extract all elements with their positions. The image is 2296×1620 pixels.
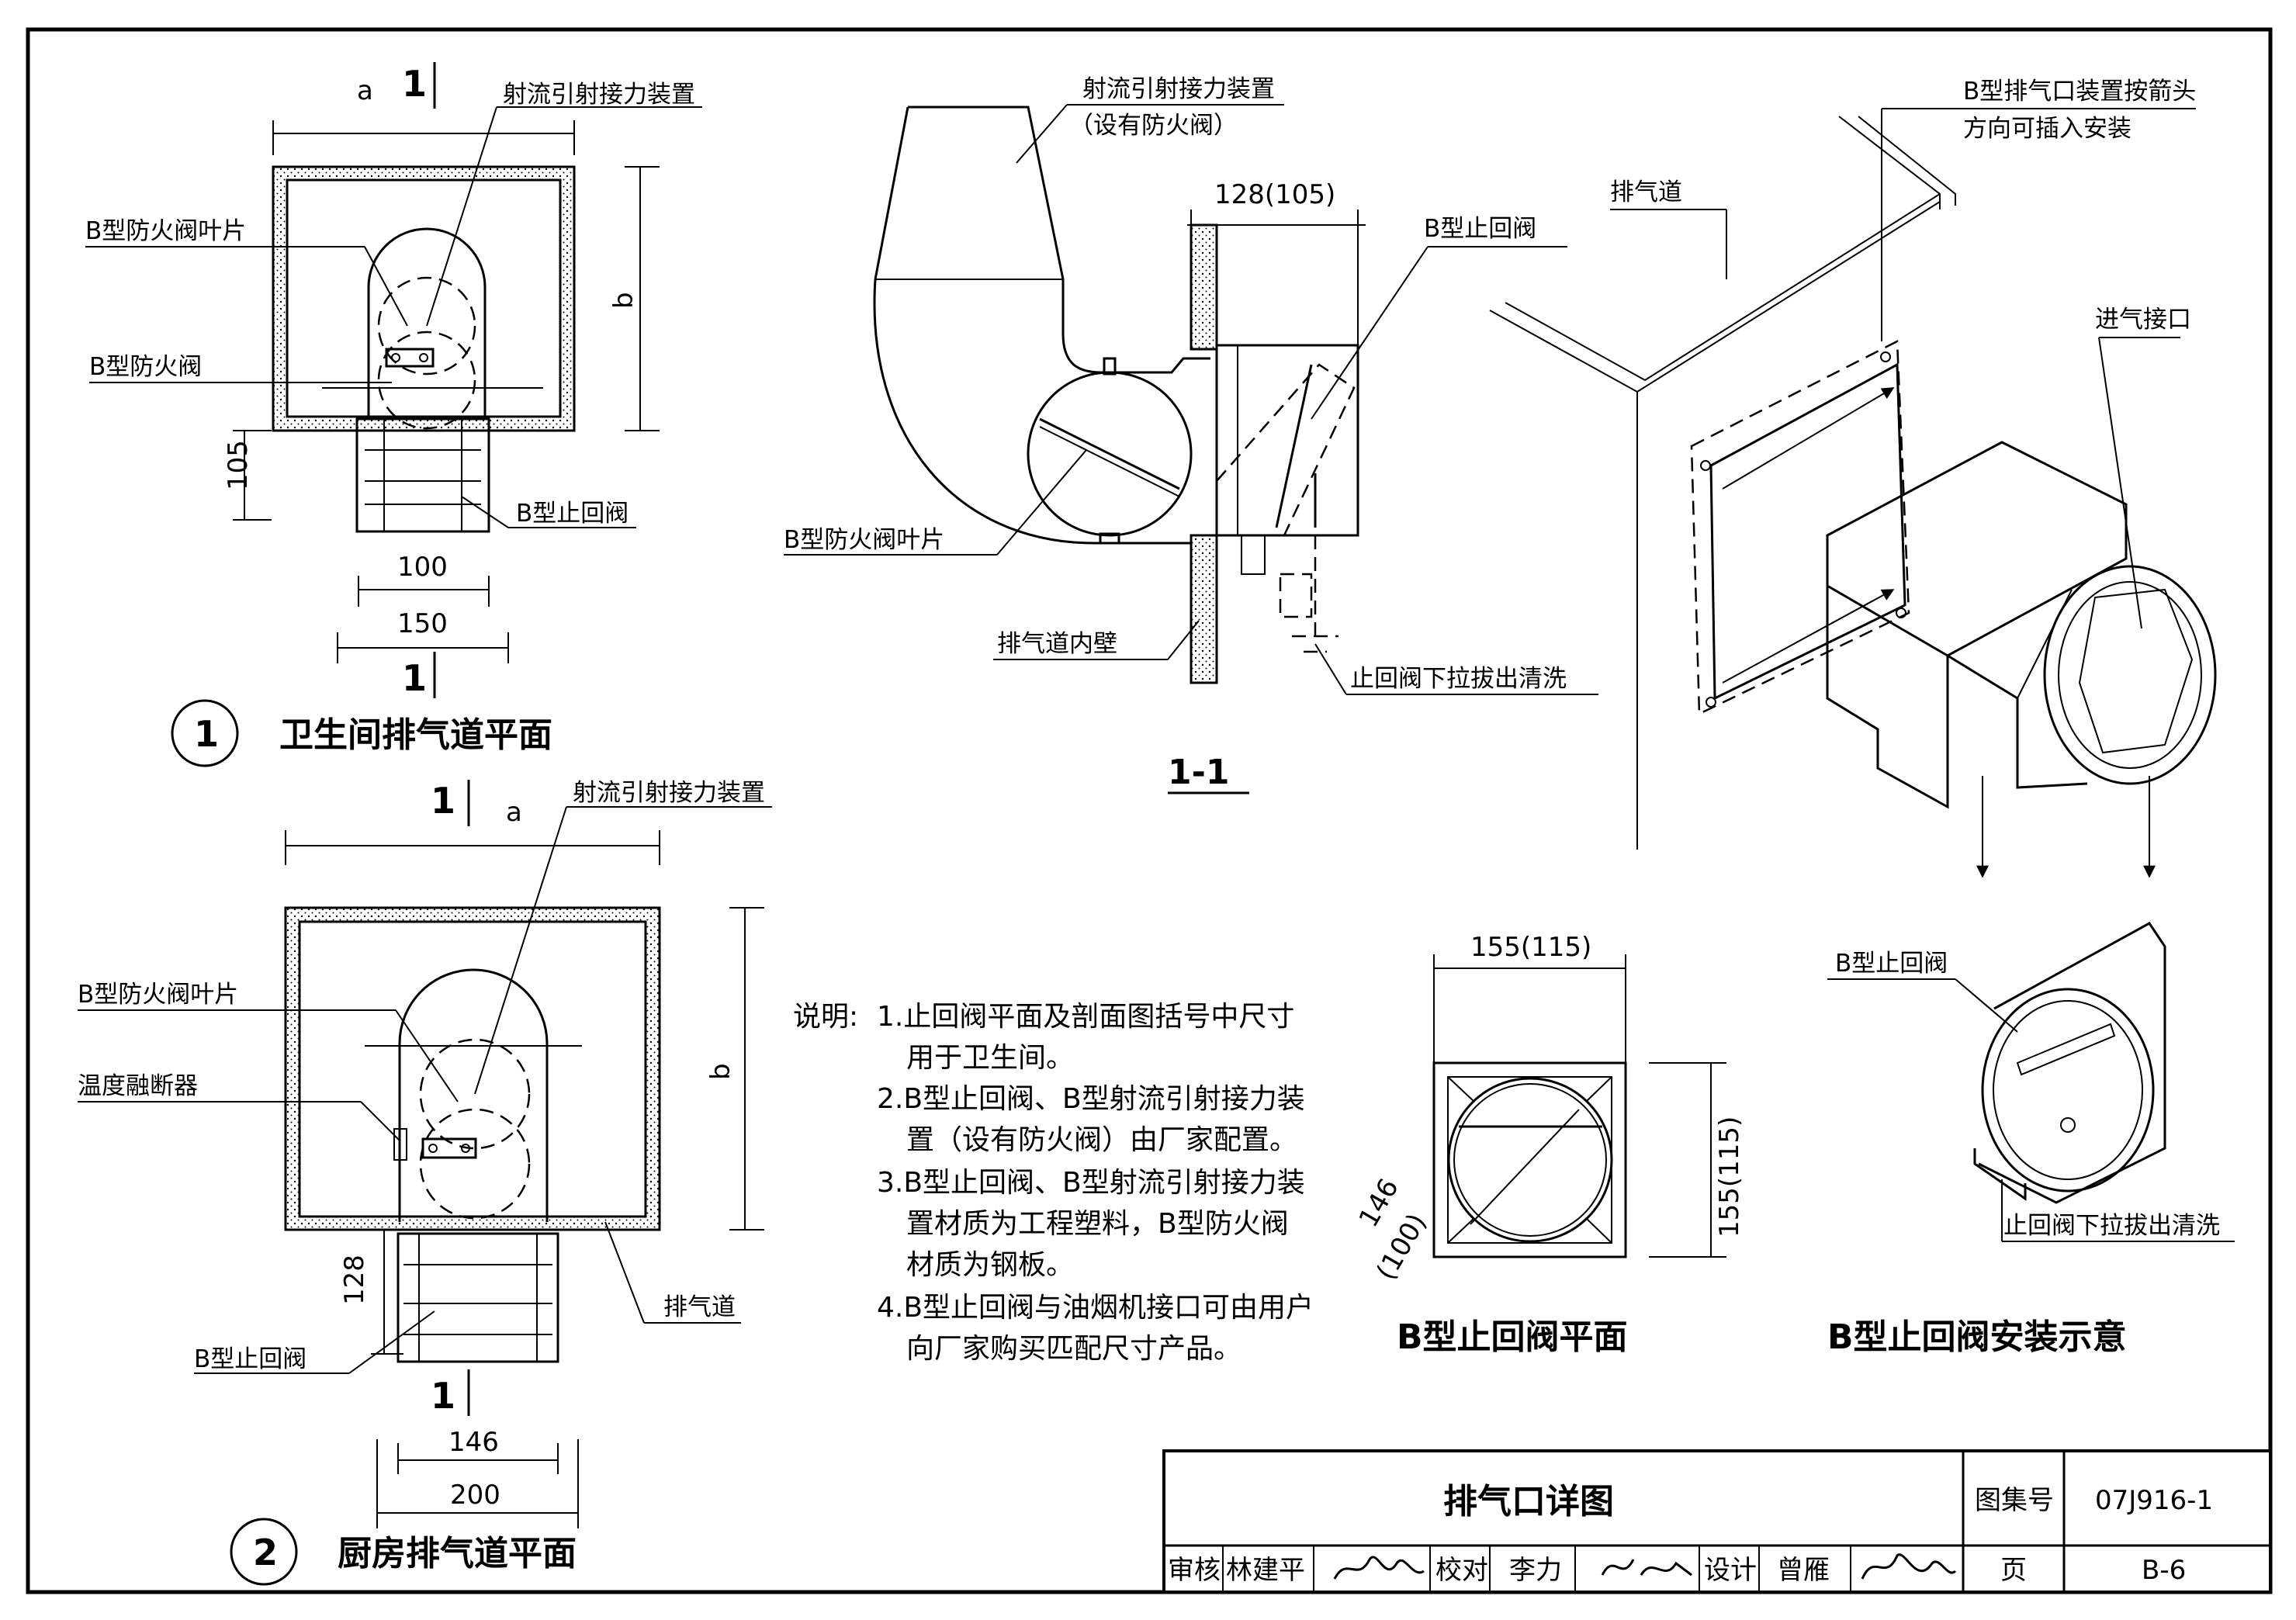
plan1-label-fire-valve: B型防火阀 [89,353,202,381]
section-label-jet-note: （设有防火阀） [1069,112,1238,140]
title-block-page-no: B-6 [2142,1555,2186,1586]
iso-label-duct: 排气道 [1610,178,1682,206]
plan1-cut-top: 1 [402,63,427,105]
title-block-reviewer: 林建平 [1226,1555,1305,1586]
check-install-label-pull: 止回阀下拉拔出清洗 [2003,1212,2220,1240]
plan2-dim-128: 128 [339,1255,370,1305]
iso-label-arrow-1: B型排气口装置按箭头 [1963,78,2196,106]
section-dim-128: 128(105) [1214,179,1335,210]
plan2-title: 厨房排气道平面 [338,1534,577,1573]
plan1-dim-105: 105 [223,440,254,490]
plan1-dim-100: 100 [397,552,448,583]
sheet-frame [26,27,2273,1594]
iso-label-inlet: 进气接口 [2095,306,2191,334]
plan1-label-check-valve: B型止回阀 [516,500,629,528]
title-block-review-label: 审核 [1168,1555,1221,1586]
plan1-title: 卫生间排气道平面 [279,715,552,755]
title-block-atlas-label: 图集号 [1975,1485,2054,1516]
notes-line-7: 材质为钢板。 [906,1249,1074,1281]
plan1-index: 1 [194,713,219,755]
title-block-design-label: 设计 [1704,1555,1757,1586]
title-block-drawing-title: 排气口详图 [1443,1482,1614,1521]
notes-line-3: 2.B型止回阀、B型射流引射接力装 [877,1083,1305,1115]
plan2-cut-bottom: 1 [431,1375,455,1417]
plan2-dim-200: 200 [450,1480,500,1511]
notes-line-5: 3.B型止回阀、B型射流引射接力装 [877,1167,1305,1199]
designer-signature [1861,1553,1957,1580]
notes-line-9: 向厂家购买匹配尺寸产品。 [906,1333,1242,1365]
section-label-jet: 射流引射接力装置 [1082,75,1275,103]
plan1-dim-a: a [357,75,373,106]
plan2-dim-b: b [705,1063,736,1080]
check-valve-plan: 155(115) 155(115) 146 (100) B型止回阀平面 [1353,932,1745,1357]
section-1-1: 128(105) 射流引射接力装置 （设有防火阀） B型止回阀 B型防火阀叶片 … [784,75,1598,794]
notes-line-6: 置材质为工程塑料，B型防火阀 [906,1208,1289,1240]
notes: 说明: 1.止回阀平面及剖面图括号中尺寸 用于卫生间。 2.B型止回阀、B型射流… [793,1001,1314,1365]
plan2-label-check-valve: B型止回阀 [194,1345,306,1373]
checker-signature [1601,1559,1692,1577]
check-valve-install: B型止回阀 止回阀下拉拔出清洗 B型止回阀安装示意 [1827,922,2235,1357]
section-label-check-valve: B型止回阀 [1424,215,1536,243]
check-install-title: B型止回阀安装示意 [1827,1317,2127,1357]
notes-heading: 说明: [793,1001,858,1033]
title-block-page-label: 页 [2000,1555,2027,1586]
plan1-dim-b: b [608,292,639,309]
check-plan-dim-side: 155(115) [1714,1116,1745,1238]
plan2-cut-top: 1 [431,780,455,822]
notes-line-1: 1.止回阀平面及剖面图括号中尺寸 [877,1001,1294,1033]
iso-label-arrow-2: 方向可插入安装 [1963,115,2132,143]
notes-line-2: 用于卫生间。 [906,1042,1074,1074]
title-block: 排气口详图 图集号 07J916-1 审核 林建平 校对 李力 设计 曾雁 页 … [1162,1449,2272,1594]
title-block-designer: 曾雁 [1777,1555,1830,1586]
notes-line-8: 4.B型止回阀与油烟机接口可由用户 [877,1292,1314,1324]
plan-2-kitchen-duct: 1 a b 128 1 [78,779,772,1586]
check-plan-dim-top: 155(115) [1470,932,1591,963]
notes-line-4: 置（设有防火阀）由厂家配置。 [906,1124,1297,1156]
section-title: 1-1 [1168,753,1230,792]
plan2-label-blade: B型防火阀叶片 [78,981,238,1009]
title-block-checker: 李力 [1509,1555,1562,1586]
plan2-dim-a: a [506,797,522,828]
check-plan-title: B型止回阀平面 [1397,1317,1628,1357]
plan2-label-duct: 排气道 [663,1293,736,1321]
plan2-label-jet: 射流引射接力装置 [573,779,765,807]
plan1-label-blade: B型防火阀叶片 [85,217,246,245]
plan2-label-fuse: 温度融断器 [78,1072,198,1100]
check-install-label-valve: B型止回阀 [1835,950,1948,978]
section-label-pull: 止回阀下拉拔出清洗 [1350,665,1567,693]
title-block-atlas-no: 07J916-1 [2095,1485,2213,1516]
plan2-index: 2 [253,1532,278,1573]
plan1-label-jet: 射流引射接力装置 [503,81,695,109]
iso-installation-view: B型排气口装置按箭头 方向可插入安装 排气道 进气接口 [1489,78,2217,878]
title-block-check-label: 校对 [1435,1555,1488,1586]
plan1-cut-bottom: 1 [402,657,427,699]
plan2-dim-146: 146 [448,1427,499,1458]
reviewer-signature [1333,1556,1425,1580]
plan-1-toilet-duct: a 1 b 105 100 [85,62,702,767]
section-label-inner-wall: 排气道内壁 [997,630,1117,658]
plan1-dim-150: 150 [397,608,448,639]
section-label-blade: B型防火阀叶片 [784,526,944,554]
